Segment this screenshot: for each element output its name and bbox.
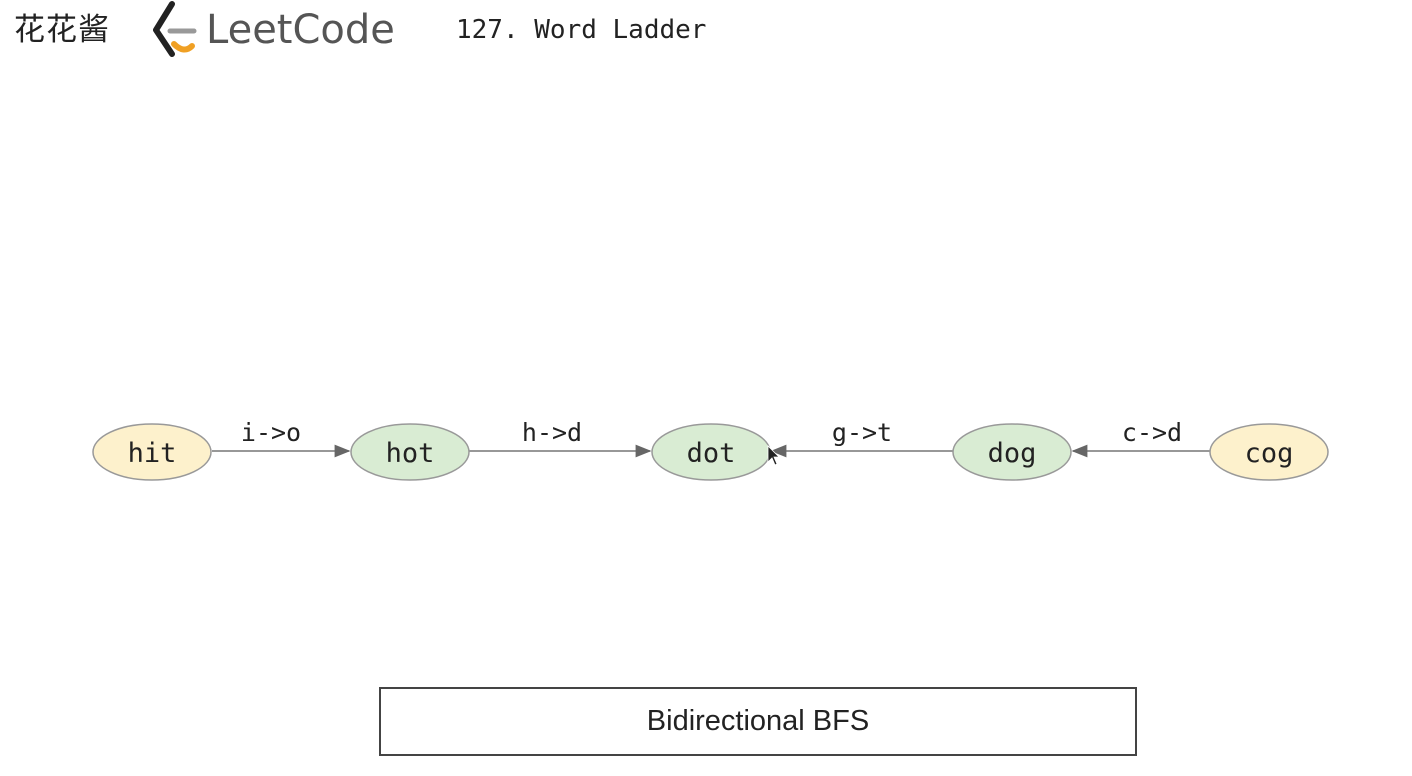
edge-label-cog-dog: c->d bbox=[1122, 418, 1182, 447]
edge-cog-dog: c->d bbox=[1071, 418, 1210, 458]
node-label-hit: hit bbox=[128, 438, 177, 469]
edge-hot-dot: h->d bbox=[469, 418, 652, 458]
node-dot: dot bbox=[651, 423, 771, 481]
mouse-cursor-icon bbox=[767, 445, 780, 466]
edge-dog-dot: g->t bbox=[770, 418, 953, 458]
leetcode-logo: LeetCode bbox=[148, 0, 418, 60]
node-cog: cog bbox=[1209, 423, 1329, 481]
node-hit: hit bbox=[92, 423, 212, 481]
edge-label-hot-dot: h->d bbox=[522, 418, 582, 447]
node-dog: dog bbox=[952, 423, 1072, 481]
edge-label-hit-hot: i->o bbox=[241, 418, 301, 447]
node-hot: hot bbox=[350, 423, 470, 481]
channel-name: 花花酱 bbox=[14, 12, 110, 48]
caption-text: Bidirectional BFS bbox=[646, 705, 870, 737]
edge-label-dog-dot: g->t bbox=[832, 418, 892, 447]
node-label-dog: dog bbox=[988, 438, 1037, 469]
header: 花花酱 LeetCode 127. Word Ladder bbox=[0, 0, 1412, 70]
leetcode-logo-text: LeetCode bbox=[206, 7, 395, 53]
leetcode-logo-icon bbox=[153, 1, 197, 57]
edge-hit-hot: i->o bbox=[212, 418, 351, 458]
problem-title: 127. Word Ladder bbox=[456, 15, 707, 45]
caption-box: Bidirectional BFS bbox=[379, 687, 1137, 756]
node-label-cog: cog bbox=[1245, 438, 1294, 469]
node-label-hot: hot bbox=[386, 438, 435, 469]
node-label-dot: dot bbox=[687, 438, 736, 469]
